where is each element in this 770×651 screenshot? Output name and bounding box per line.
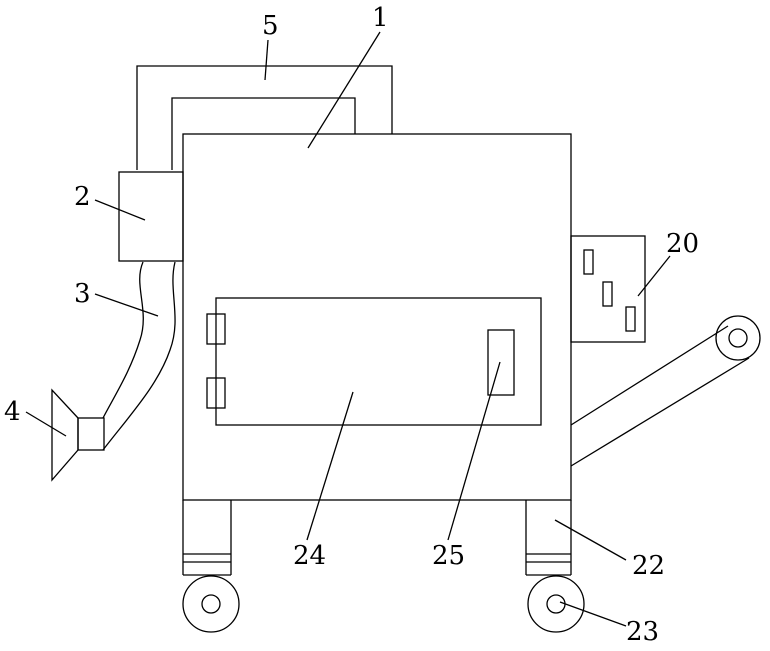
right-leg bbox=[526, 500, 571, 575]
inlet-box bbox=[119, 172, 183, 261]
door-window bbox=[488, 330, 514, 395]
flexible-hose bbox=[103, 262, 175, 450]
left-leg bbox=[183, 500, 231, 575]
right-caster-wheel bbox=[528, 576, 584, 632]
label-24: 24 bbox=[293, 541, 326, 571]
suction-nozzle bbox=[52, 390, 104, 480]
push-handle bbox=[571, 316, 760, 466]
front-door bbox=[207, 298, 541, 425]
leader-lines bbox=[26, 32, 670, 626]
label-23: 23 bbox=[626, 617, 659, 647]
top-duct bbox=[137, 66, 392, 170]
label-4: 4 bbox=[4, 397, 21, 427]
left-caster-wheel bbox=[183, 576, 239, 632]
label-5: 5 bbox=[262, 11, 279, 41]
label-22: 22 bbox=[632, 551, 665, 581]
label-20: 20 bbox=[666, 229, 699, 259]
main-housing bbox=[183, 134, 571, 500]
label-3: 3 bbox=[74, 279, 91, 309]
label-25: 25 bbox=[432, 541, 465, 571]
label-1: 1 bbox=[372, 3, 389, 33]
control-panel bbox=[571, 236, 645, 342]
label-2: 2 bbox=[74, 182, 91, 212]
